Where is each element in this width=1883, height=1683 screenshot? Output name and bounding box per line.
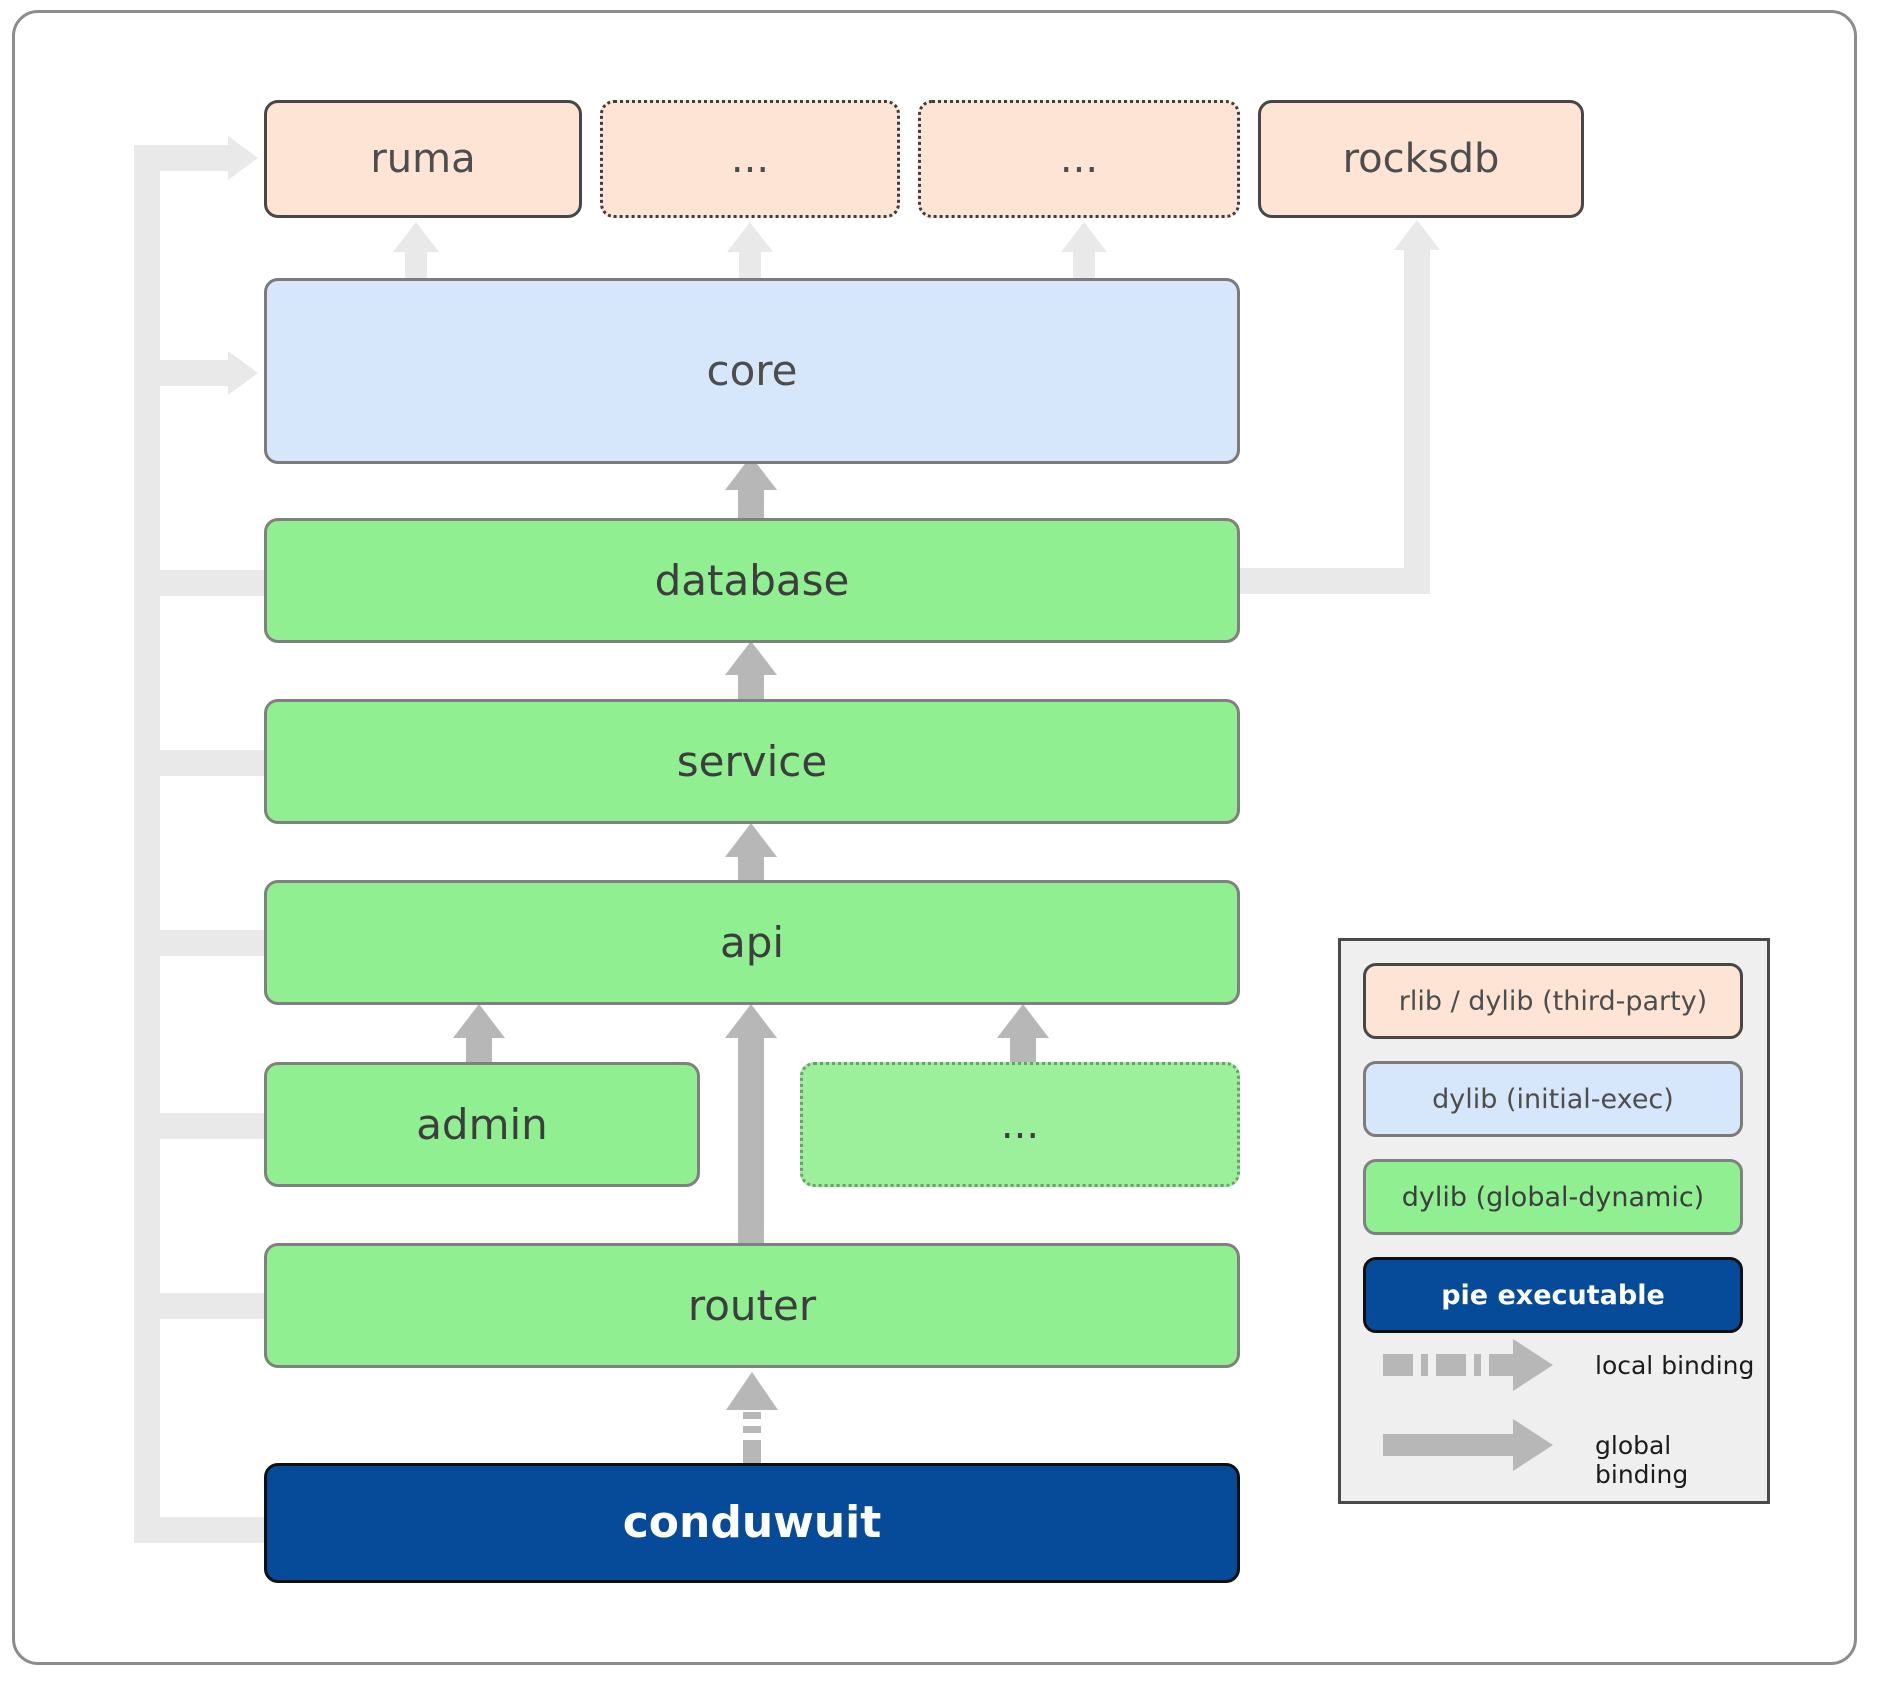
node-database[interactable]: database xyxy=(264,518,1240,643)
legend-panel: rlib / dylib (third-party) dylib (initia… xyxy=(1338,938,1770,1504)
bus-branch-router xyxy=(134,1293,268,1319)
legend-swatch-third-party-label: rlib / dylib (third-party) xyxy=(1398,985,1708,1017)
bus-branch-api xyxy=(134,930,268,956)
node-conduwuit[interactable]: conduwuit xyxy=(264,1463,1240,1583)
legend-local-arrow-dash-4 xyxy=(1474,1354,1481,1376)
arrow-core-ruma-head xyxy=(393,222,439,252)
legend-swatch-third-party: rlib / dylib (third-party) xyxy=(1363,963,1743,1039)
bus-segment-conduwuit xyxy=(134,1517,264,1543)
elbow-database-rocksdb-vertical xyxy=(1404,250,1430,594)
bus-branch-ruma xyxy=(134,145,234,171)
legend-global-arrow-shaft xyxy=(1383,1434,1515,1456)
bus-branch-service xyxy=(134,750,268,776)
arrow-conduwuit-router-dash-2 xyxy=(743,1426,761,1433)
node-service[interactable]: service xyxy=(264,699,1240,824)
node-database-label: database xyxy=(654,555,850,605)
legend-global-arrow-head xyxy=(1513,1419,1553,1471)
node-router-label: router xyxy=(687,1280,817,1330)
legend-local-arrow-head xyxy=(1513,1339,1553,1391)
node-api[interactable]: api xyxy=(264,880,1240,1005)
node-ruma[interactable]: ruma xyxy=(264,100,582,218)
legend-local-binding-label: local binding xyxy=(1595,1351,1755,1380)
legend-swatch-pie-executable: pie executable xyxy=(1363,1257,1743,1333)
arrowhead-rocksdb xyxy=(1394,220,1440,250)
arrow-router-api-head xyxy=(725,1004,777,1038)
arrow-router-api-shaft xyxy=(738,1036,764,1248)
arrow-service-database-head xyxy=(725,641,777,675)
node-api-label: api xyxy=(719,917,785,967)
node-service-label: service xyxy=(676,736,828,786)
bus-trunk-vertical xyxy=(134,145,160,1543)
bus-branch-core xyxy=(134,360,234,386)
arrow-placeholder-api-head xyxy=(997,1004,1049,1038)
legend-swatch-global-dynamic-label: dylib (global-dynamic) xyxy=(1401,1181,1705,1213)
node-core-label: core xyxy=(706,346,798,395)
legend-swatch-pie-executable-label: pie executable xyxy=(1441,1279,1665,1311)
elbow-database-rocksdb-horizontal xyxy=(1238,568,1430,594)
bus-branch-database xyxy=(134,570,268,596)
node-third-placeholder-2-label: ... xyxy=(1059,136,1099,182)
legend-local-arrow-dash-2 xyxy=(1421,1354,1428,1376)
node-rocksdb[interactable]: rocksdb xyxy=(1258,100,1584,218)
legend-swatch-initial-exec-label: dylib (initial-exec) xyxy=(1432,1083,1674,1115)
node-api-placeholder-label: ... xyxy=(1000,1101,1040,1148)
arrow-conduwuit-router-dash-1 xyxy=(743,1440,761,1464)
node-third-placeholder-1[interactable]: ... xyxy=(600,100,900,218)
node-conduwuit-label: conduwuit xyxy=(622,1497,882,1548)
arrow-core-ruma-shaft xyxy=(405,248,427,286)
arrow-core-placeholder1-head xyxy=(727,222,773,252)
legend-local-arrow-dash-3 xyxy=(1436,1354,1466,1376)
bus-branch-admin xyxy=(134,1113,268,1139)
arrow-core-placeholder2-shaft xyxy=(1073,248,1095,286)
node-third-placeholder-1-label: ... xyxy=(730,136,770,182)
legend-swatch-global-dynamic: dylib (global-dynamic) xyxy=(1363,1159,1743,1235)
node-router[interactable]: router xyxy=(264,1243,1240,1368)
bus-arrowhead-core xyxy=(228,351,258,395)
node-admin-label: admin xyxy=(416,1099,548,1149)
legend-global-binding-label: global binding xyxy=(1595,1431,1689,1489)
arrow-core-placeholder2-head xyxy=(1061,222,1107,252)
node-admin[interactable]: admin xyxy=(264,1062,700,1187)
arrow-database-core-shaft xyxy=(738,488,764,522)
arrow-api-service-head xyxy=(725,823,777,857)
node-ruma-label: ruma xyxy=(370,136,476,182)
arrow-conduwuit-router-head xyxy=(726,1372,778,1410)
node-rocksdb-label: rocksdb xyxy=(1342,136,1500,182)
node-third-placeholder-2[interactable]: ... xyxy=(918,100,1240,218)
legend-local-arrow-dash-1 xyxy=(1383,1354,1413,1376)
legend-swatch-initial-exec: dylib (initial-exec) xyxy=(1363,1061,1743,1137)
arrow-admin-api-head xyxy=(453,1004,505,1038)
node-core[interactable]: core xyxy=(264,278,1240,464)
legend-local-arrow-dash-5 xyxy=(1489,1354,1515,1376)
node-api-placeholder[interactable]: ... xyxy=(800,1062,1240,1187)
bus-arrowhead-ruma xyxy=(228,136,258,180)
arrow-core-placeholder1-shaft xyxy=(739,248,761,286)
arrow-conduwuit-router-dash-3 xyxy=(743,1412,761,1419)
